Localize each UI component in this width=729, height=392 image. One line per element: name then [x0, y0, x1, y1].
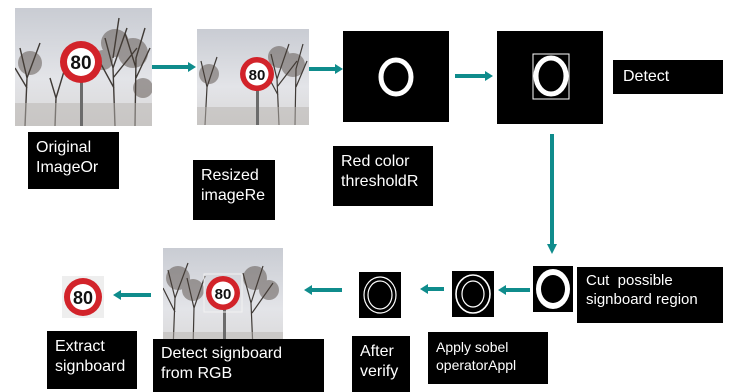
label-line: Detect	[623, 68, 670, 85]
threshold-image	[343, 31, 449, 122]
arrow-left-icon	[113, 290, 151, 300]
sobel-image	[452, 271, 494, 317]
label-line: verify	[360, 363, 399, 380]
label-line: Red color	[341, 153, 410, 170]
sobel-label: Apply sobel operatorAppl	[428, 332, 548, 384]
threshold-label: Red color thresholdR	[333, 146, 433, 206]
svg-text:80: 80	[73, 288, 93, 308]
svg-text:80: 80	[70, 53, 91, 74]
svg-text:80: 80	[215, 286, 232, 303]
label-line: ImageOr	[36, 159, 99, 176]
label-line: signboard region	[586, 290, 698, 308]
extract-label: Extract signboard	[47, 331, 137, 389]
extract-sign-image: 80	[62, 276, 104, 318]
detect-image	[497, 31, 603, 124]
arrow-left-icon	[420, 284, 444, 294]
arrow-left-icon	[304, 285, 342, 295]
label-line: operatorAppl	[436, 356, 517, 373]
arrow-left-icon	[498, 285, 530, 295]
tree-icon	[15, 17, 151, 126]
original-image: 80	[15, 8, 152, 126]
arrow-right-icon	[152, 62, 196, 72]
detect-label: Detect	[613, 60, 723, 94]
original-label: Original ImageOr	[28, 132, 119, 189]
label-line: After	[360, 343, 394, 360]
speed-limit-sign-icon: 80	[206, 276, 240, 310]
label-line: imageRe	[201, 187, 266, 204]
speed-limit-sign-icon: 80	[60, 41, 102, 83]
arrow-down-icon	[547, 134, 557, 254]
label-line: thresholdR	[341, 173, 419, 190]
label-line: Apply sobel	[436, 339, 509, 355]
cut-region-image	[533, 266, 573, 312]
svg-text:80: 80	[249, 67, 266, 84]
label-line: Resized	[201, 167, 259, 184]
detect-rgb-label: Detect signboard from RGB	[153, 339, 324, 392]
verify-image	[359, 272, 401, 318]
verify-label: After verify	[352, 336, 410, 392]
resized-label: Resized imageRe	[193, 160, 275, 220]
arrow-right-icon	[455, 71, 493, 81]
label-line: Detect signboard	[161, 345, 282, 362]
cut-label: Cut possible signboard region	[577, 267, 723, 323]
arrow-right-icon	[309, 64, 343, 74]
label-line: signboard	[55, 358, 126, 375]
label-line: from RGB	[161, 365, 233, 382]
resized-image: 80	[197, 29, 309, 125]
label-line: Original	[36, 139, 92, 156]
detect-rgb-image: 80	[163, 248, 283, 350]
speed-limit-sign-icon: 80	[240, 57, 274, 91]
label-line: Extract	[55, 338, 105, 355]
label-line: Cut possible	[586, 272, 673, 289]
speed-limit-sign-icon: 80	[64, 278, 102, 316]
